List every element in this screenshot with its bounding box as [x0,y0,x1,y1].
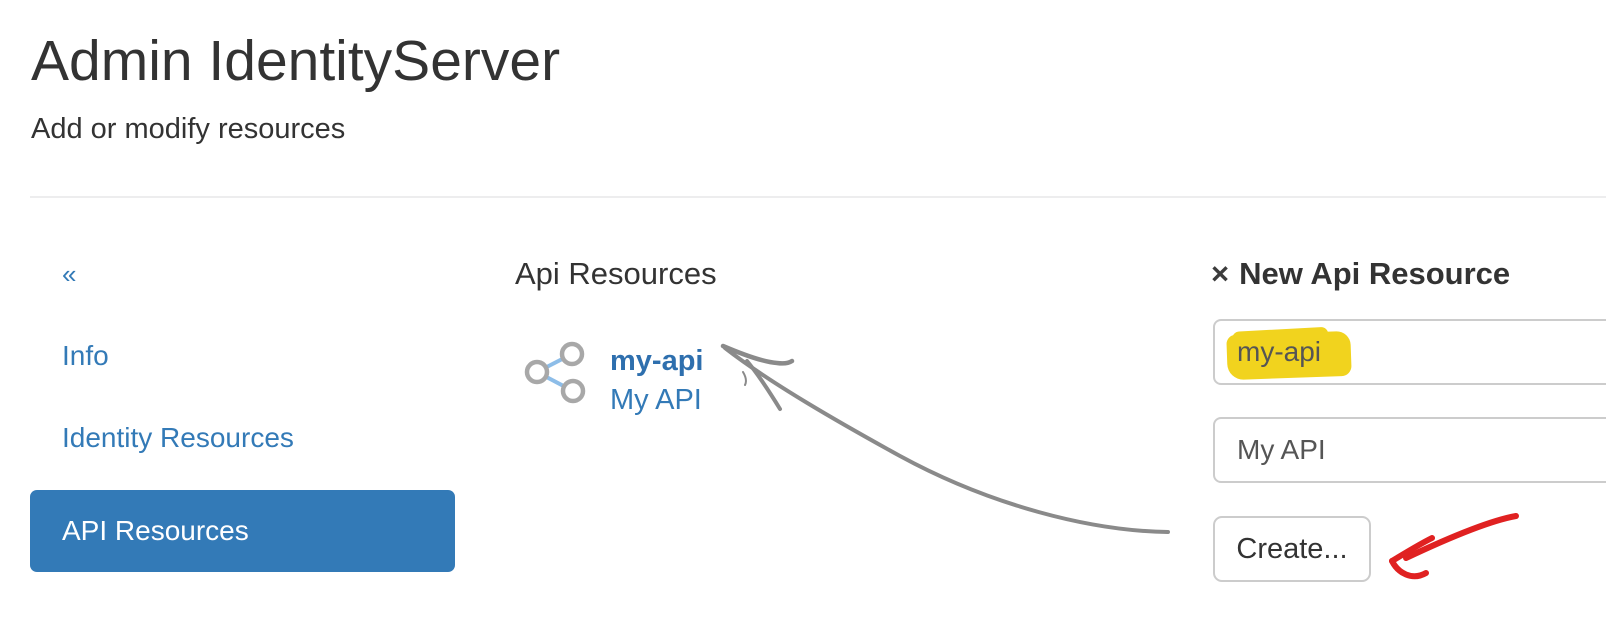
sidebar-item-label: Identity Resources [62,422,294,453]
sidebar-item-info[interactable]: Info [30,315,455,397]
resource-display-name-input[interactable] [1215,419,1606,481]
header-divider [30,196,1606,198]
page-title: Admin IdentityServer [31,29,561,93]
sidebar-item-api-resources[interactable]: API Resources [30,490,455,572]
share-nodes-icon [524,341,586,404]
resource-name-link[interactable]: my-api [610,345,704,377]
new-api-resource-heading-label: New Api Resource [1239,256,1511,291]
sidebar-item-label: API Resources [62,515,249,546]
close-icon[interactable]: × [1211,256,1230,291]
create-button[interactable]: Create... [1213,516,1371,582]
sidebar-item-label: Info [62,340,109,371]
resource-name-field-wrapper [1213,319,1606,385]
page-subtitle: Add or modify resources [31,113,346,145]
new-api-resource-heading: × New Api Resource [1211,256,1510,292]
api-resources-heading: Api Resources [515,256,717,291]
sidebar-item-identity-resources[interactable]: Identity Resources [30,397,455,479]
red-arrow-annotation [1389,513,1519,580]
sidebar-collapse-icon[interactable]: « [62,259,77,289]
resource-display-name-field-wrapper [1213,417,1606,483]
resource-name-input[interactable] [1215,321,1606,383]
gray-arrow-annotation [720,343,1170,534]
resource-display-name-link[interactable]: My API [610,384,702,416]
